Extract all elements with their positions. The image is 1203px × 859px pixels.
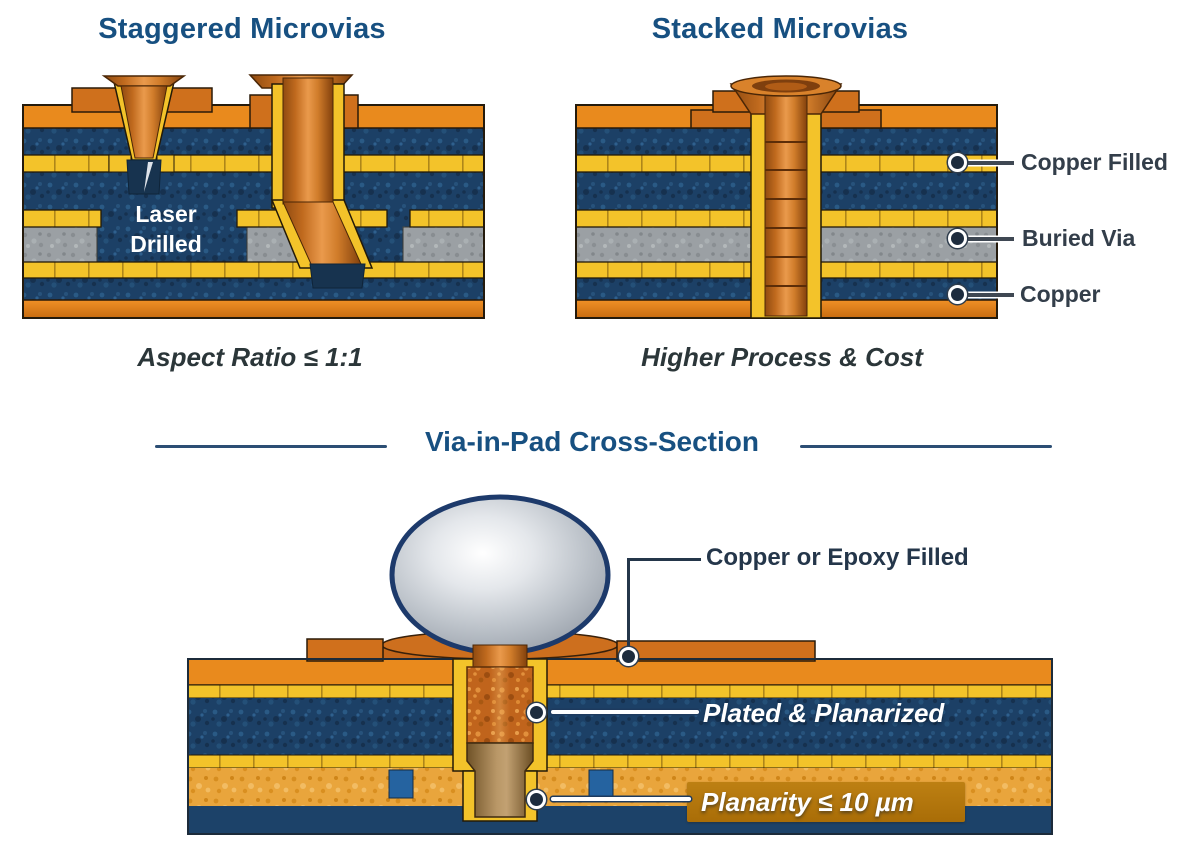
- staggered-microvias-diagram: Laser Drilled: [22, 74, 485, 319]
- planarity-dot: [527, 790, 546, 809]
- viap-title-right-rule: [800, 445, 1052, 448]
- plated-leader-line: [551, 710, 699, 714]
- planarized-barrel: [466, 742, 534, 818]
- stacked-title: Stacked Microvias: [651, 13, 909, 45]
- fill-leader-horizontal: [627, 558, 701, 561]
- copper-leader-line: [958, 293, 1014, 297]
- planarity-leader-line: [551, 797, 691, 801]
- staggered-pcb-layers: [22, 104, 485, 319]
- buried-via-dot: [948, 229, 967, 248]
- plated-label: Plated & Planarized: [703, 698, 945, 728]
- staggered-title: Staggered Microvias: [98, 13, 386, 45]
- copper-filled-label: Copper Filled: [1021, 149, 1168, 175]
- fill-dot: [619, 647, 638, 666]
- fill-label: Copper or Epoxy Filled: [706, 544, 969, 571]
- laser-drilled-label-line2: Drilled: [130, 231, 202, 257]
- laser-drilled-label-line1: Laser: [135, 201, 196, 227]
- stacked-via-column: [690, 75, 882, 319]
- buried-via-label: Buried Via: [1022, 225, 1136, 251]
- copper-label: Copper: [1020, 281, 1101, 307]
- copper-filled-dot: [948, 153, 967, 172]
- staggered-caption: Aspect Ratio ≤ 1:1: [137, 342, 363, 372]
- buried-via-leader-line: [958, 237, 1014, 241]
- staggered-buried-via: [248, 74, 374, 289]
- laser-drilled-microvia: [71, 75, 213, 195]
- stacked-caption: Higher Process & Cost: [641, 342, 923, 372]
- laser-beam: [144, 162, 153, 192]
- fill-leader-vertical: [627, 558, 630, 650]
- copper-dot: [948, 285, 967, 304]
- copper-filled-leader-line: [958, 161, 1014, 165]
- planarity-label: Planarity ≤ 10 µm: [701, 786, 914, 817]
- stacked-microvias-diagram: [575, 75, 998, 319]
- filled-via: [452, 644, 548, 822]
- planarity-badge: Planarity ≤ 10 µm: [687, 782, 965, 822]
- plated-dot: [527, 703, 546, 722]
- viap-title: Via-in-Pad Cross-Section: [424, 426, 759, 457]
- solder-ball: [389, 494, 611, 656]
- viap-title-left-rule: [155, 445, 387, 448]
